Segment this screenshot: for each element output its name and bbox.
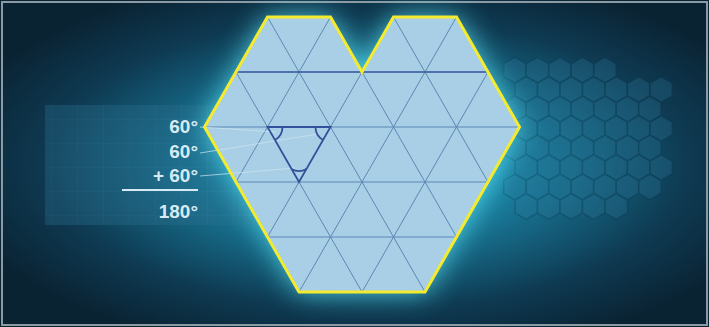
grid-line <box>150 182 580 183</box>
grid-line <box>0 0 136 327</box>
grid-line <box>583 0 709 327</box>
grid-line <box>336 0 708 327</box>
grid-line <box>150 237 580 238</box>
hexagon <box>515 194 538 220</box>
faded-hexagons <box>504 57 673 220</box>
grid-line <box>21 0 393 327</box>
hexagon <box>639 174 662 200</box>
angle-label: 60° <box>169 141 198 163</box>
grid-line <box>588 0 709 327</box>
grid-line <box>150 72 580 73</box>
grid-line <box>525 0 709 327</box>
grid-line <box>0 0 205 327</box>
grid-line <box>0 0 268 327</box>
grid-line <box>0 0 10 327</box>
sum-line <box>122 189 198 191</box>
grid-line <box>651 0 709 327</box>
hexagon <box>538 194 561 220</box>
hexagon <box>605 194 628 220</box>
grid-line <box>273 0 645 327</box>
grid-line <box>0 0 199 327</box>
grid-line <box>0 0 325 327</box>
grid-line <box>142 0 514 327</box>
grid-line <box>331 0 703 327</box>
grid-line <box>16 0 388 327</box>
hexagon <box>583 194 606 220</box>
grid-line <box>268 0 640 327</box>
grid-line <box>520 0 709 327</box>
grid-line <box>79 0 451 327</box>
grid-line <box>457 0 709 327</box>
grid-line <box>210 0 582 327</box>
grid-line <box>399 0 709 327</box>
grid-line <box>394 0 709 327</box>
grid-line <box>205 0 577 327</box>
grid-line <box>84 0 456 327</box>
heart-outline <box>205 17 520 292</box>
angle-label: + 60° <box>153 165 198 187</box>
highlight-triangle <box>268 127 331 182</box>
grid-line <box>150 127 580 128</box>
sum-label: 180° <box>159 201 198 223</box>
grid-line <box>147 0 519 327</box>
angle-label: 60° <box>169 116 198 138</box>
hexagon <box>560 194 583 220</box>
grid-line <box>0 0 73 327</box>
grid-line <box>0 0 331 327</box>
grid-line <box>0 0 262 327</box>
